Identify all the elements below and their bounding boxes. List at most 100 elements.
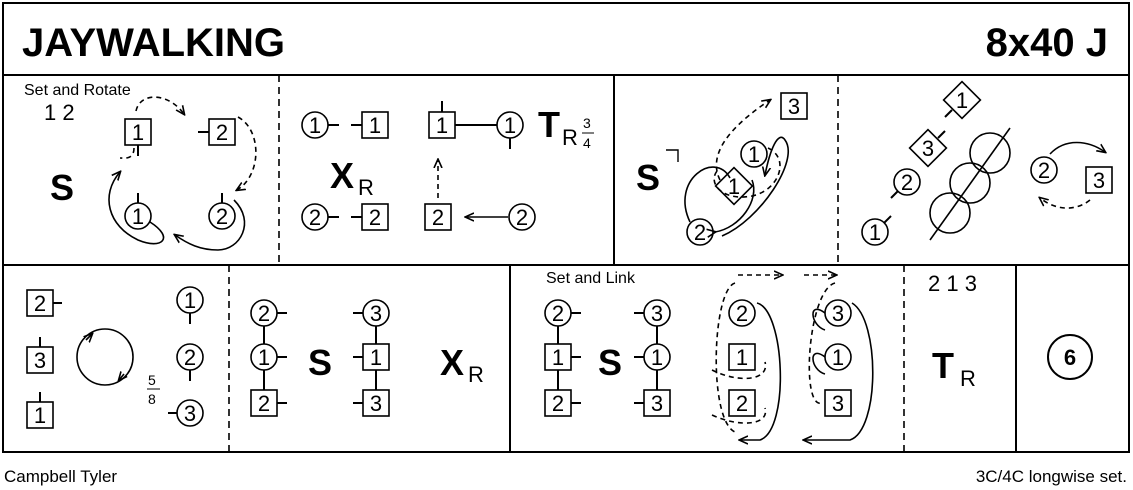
corner-mark: [666, 149, 679, 162]
path-arrow: [721, 136, 789, 237]
dancer-number: 3: [788, 94, 800, 119]
turn-subscript: R: [562, 125, 578, 150]
man-3: 3: [26, 337, 54, 374]
path-arrow: [711, 361, 767, 380]
path-arrow: [108, 172, 165, 245]
man-2: 2: [544, 389, 581, 417]
man-3: 3: [1085, 166, 1113, 194]
path-arrow: [804, 302, 874, 440]
turn-fraction-denominator: 4: [583, 135, 591, 151]
man-3: 3: [353, 389, 390, 417]
dancer-number: 2: [736, 391, 748, 416]
dancer-number: 1: [132, 120, 144, 145]
woman-1: 1: [301, 111, 339, 139]
dancer-number: 2: [1038, 158, 1050, 183]
dancer-number: 1: [869, 220, 881, 245]
woman-3: 3: [634, 299, 671, 327]
dancer-number: 1: [34, 403, 46, 428]
woman-1: 1: [861, 215, 892, 246]
woman-2: 2: [728, 299, 756, 327]
cell-reel: 1 3 2 1 2 3: [861, 80, 1113, 246]
dancer-number: 2: [694, 220, 706, 245]
dancer-number: 3: [184, 401, 196, 426]
cross-subscript: R: [468, 362, 484, 387]
outer-frame: [2, 2, 1130, 453]
man-2: 2: [728, 389, 756, 417]
dance-title: JAYWALKING: [22, 21, 285, 65]
cell-cross-and-turn: 1 1 2 2 X R 1 1 T R: [301, 101, 594, 231]
dancer-number: 2: [736, 301, 748, 326]
dancer-number: 2: [216, 204, 228, 229]
circle-figure: [76, 328, 134, 386]
facing-mark: [944, 109, 953, 118]
woman-2: 2: [176, 343, 204, 381]
cross-subscript: R: [358, 175, 374, 200]
turn-symbol: T: [932, 345, 954, 386]
dancer-number: 1: [956, 88, 968, 113]
path-arrow: [715, 179, 755, 232]
man-2: 2: [26, 289, 62, 317]
dancer-number: 1: [370, 345, 382, 370]
reel-figure: [929, 127, 1011, 241]
man-1: 1: [26, 392, 54, 429]
woman-3: 3: [168, 399, 204, 427]
path-arrow: [812, 308, 826, 375]
dancer-number: 2: [516, 205, 528, 230]
man-2: 2: [424, 203, 452, 231]
dancer-number: 1: [184, 288, 196, 313]
dancer-number: 2: [901, 170, 913, 195]
woman-1: 1: [740, 140, 768, 168]
path-arrow: [711, 407, 767, 424]
man-3: 3: [824, 389, 852, 417]
woman-1: 1: [176, 286, 204, 324]
step-symbol: S: [636, 157, 660, 198]
woman-2: 2: [890, 168, 921, 199]
man-3: 3: [634, 389, 671, 417]
cell-circle: 2 3 1 5 8 1 2: [26, 286, 204, 429]
dancer-number: 2: [432, 205, 444, 230]
turn-subscript: R: [960, 366, 976, 391]
path-arrow: [175, 199, 246, 251]
man-1: 1: [544, 343, 581, 371]
dancer-number: 1: [436, 113, 448, 138]
woman-2: 2: [250, 299, 287, 327]
woman-1: 1: [250, 343, 287, 371]
cell-set-and-link: Set and Link 2 1 2 S 3 1: [544, 270, 874, 440]
woman-1: 1: [824, 343, 852, 371]
path-arrow: [715, 100, 770, 181]
cell-label: Set and Rotate: [24, 82, 131, 99]
man-3: [908, 128, 948, 168]
dancer-number: 3: [370, 301, 382, 326]
woman-3: 3: [353, 299, 390, 327]
man-1: 1: [353, 343, 390, 371]
dancer-number: 3: [651, 301, 663, 326]
dancer-number: 1: [258, 345, 270, 370]
dancer-number: 2: [258, 301, 270, 326]
dancer-number: 1: [651, 345, 663, 370]
dancer-number: 1: [748, 142, 760, 167]
man-2: 2: [250, 389, 287, 417]
cell-chord: 6: [1047, 334, 1093, 380]
woman-2: 2: [544, 299, 581, 327]
path-arrow: [135, 96, 184, 114]
woman-2: 2: [301, 203, 339, 231]
man-2: 2: [198, 118, 236, 146]
bars-numerator: 5: [148, 372, 156, 388]
deviser-name: Campbell Tyler: [4, 467, 117, 486]
facing-mark: [937, 130, 946, 139]
woman-2: 2: [1030, 156, 1058, 184]
formation-code: 8x40 J: [986, 21, 1108, 65]
man-1: [942, 80, 982, 120]
path-arrow: [1049, 141, 1105, 155]
step-symbol: S: [598, 342, 622, 383]
woman-2: 2: [508, 203, 536, 231]
dancer-number: 1: [309, 113, 321, 138]
dancer-number: 1: [552, 345, 564, 370]
dancer-number: 2: [34, 291, 46, 316]
man-2: 2: [351, 203, 389, 231]
dancer-number: 3: [370, 391, 382, 416]
dancer-number: 2: [552, 391, 564, 416]
man-1: 1: [351, 111, 389, 139]
turn-fraction-numerator: 3: [583, 115, 591, 131]
dancer-number: 3: [651, 391, 663, 416]
